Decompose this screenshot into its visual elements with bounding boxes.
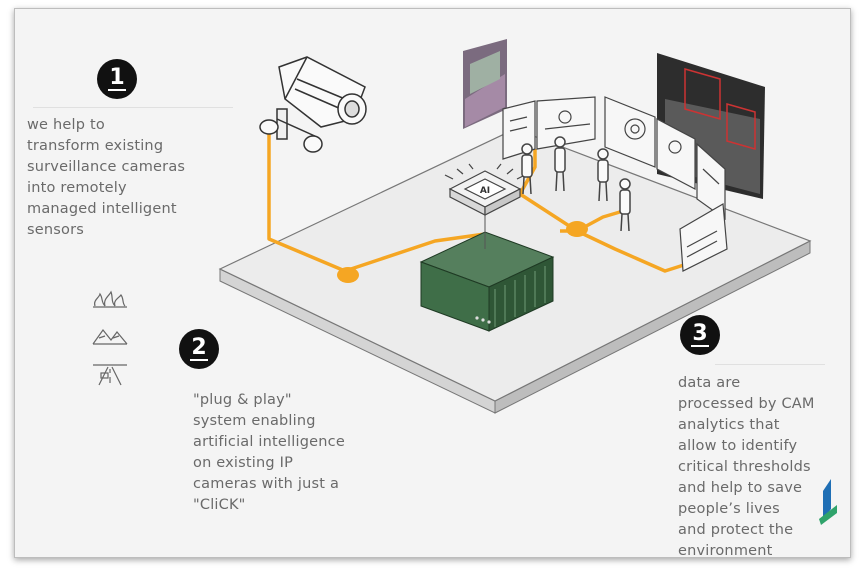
step-2-number: 2 bbox=[190, 335, 208, 361]
camera-icon bbox=[259, 56, 367, 153]
dashboard-panels bbox=[502, 96, 728, 272]
step-3-number: 3 bbox=[691, 321, 709, 347]
step-3-badge: 3 bbox=[680, 315, 720, 355]
step-1-number: 1 bbox=[108, 65, 126, 91]
step-1-badge: 1 bbox=[97, 59, 137, 99]
divider bbox=[33, 107, 233, 108]
traffic-road-icon bbox=[91, 361, 129, 387]
camera-feed-thumbnail bbox=[463, 39, 507, 129]
logo-mark bbox=[819, 479, 837, 525]
edge-device bbox=[419, 214, 555, 332]
ai-chip bbox=[444, 163, 526, 216]
operator-figures bbox=[521, 136, 631, 232]
step-2-text: "plug & play" system enabling artificial… bbox=[193, 392, 345, 513]
infographic-frame: AI bbox=[14, 8, 851, 558]
mountain-landscape-icon bbox=[91, 322, 129, 348]
divider bbox=[715, 364, 825, 365]
isometric-scene: AI bbox=[218, 39, 837, 525]
connection-node bbox=[566, 221, 588, 237]
chip-label: AI bbox=[480, 186, 490, 196]
step-2-badge: 2 bbox=[179, 329, 219, 369]
step-3-text: data are processed by CAM analytics that… bbox=[678, 375, 815, 558]
step-1-text: we help to transform existing surveillan… bbox=[27, 117, 186, 238]
wildfire-smoke-icon bbox=[91, 284, 129, 310]
connection-node bbox=[337, 267, 359, 283]
